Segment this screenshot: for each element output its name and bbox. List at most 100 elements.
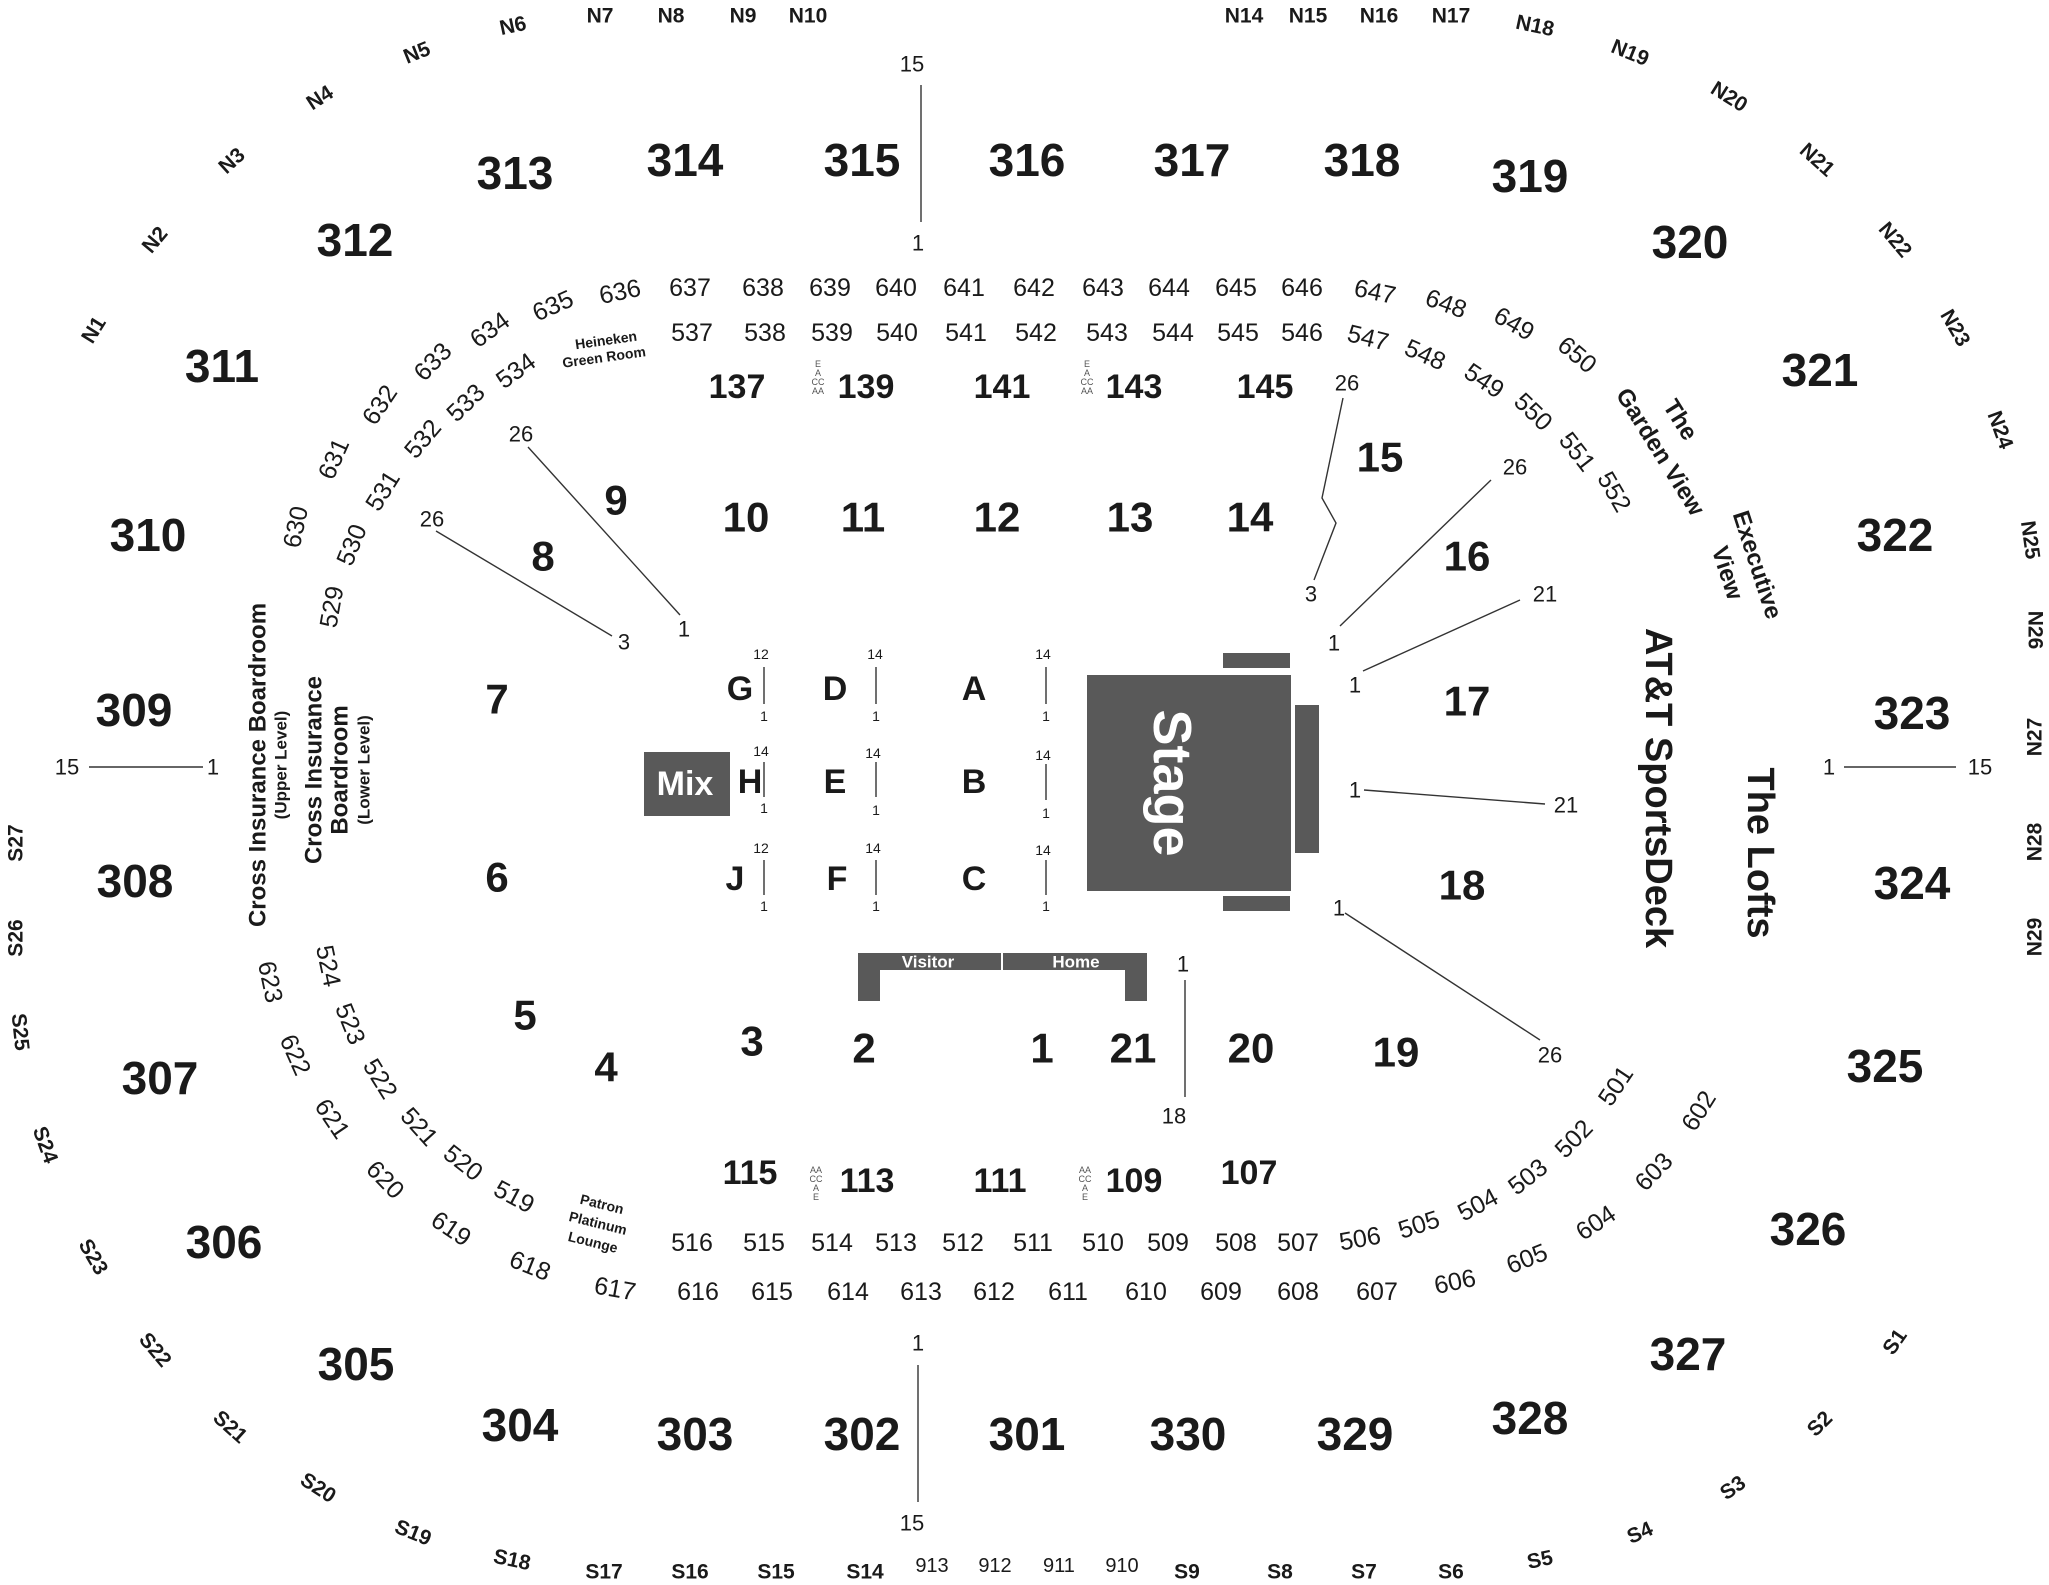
floor-section-C[interactable]: C (962, 860, 987, 898)
section-141[interactable]: 141 (974, 368, 1031, 406)
ring-N19[interactable]: N19 (1608, 35, 1652, 71)
section-519[interactable]: 519 (489, 1175, 539, 1219)
section-3[interactable]: 3 (740, 1018, 763, 1065)
ring-N27[interactable]: N27 (2024, 718, 2047, 757)
section-10[interactable]: 10 (723, 494, 770, 541)
section-630[interactable]: 630 (278, 504, 314, 551)
section-521[interactable]: 521 (395, 1102, 444, 1152)
ring-S9[interactable]: S9 (1174, 1561, 1200, 1584)
ring-N1[interactable]: N1 (77, 312, 111, 347)
section-19[interactable]: 19 (1373, 1029, 1420, 1076)
section-501[interactable]: 501 (1593, 1061, 1640, 1111)
section-520[interactable]: 520 (438, 1139, 488, 1187)
ring-N24[interactable]: N24 (1983, 408, 2018, 452)
section-614[interactable]: 614 (827, 1278, 869, 1306)
section-632[interactable]: 632 (357, 380, 404, 430)
section-542[interactable]: 542 (1015, 319, 1057, 347)
section-317[interactable]: 317 (1154, 134, 1231, 186)
section-115[interactable]: 115 (723, 1154, 778, 1192)
ring-N29[interactable]: N29 (2024, 918, 2047, 957)
section-616[interactable]: 616 (677, 1278, 719, 1306)
section-913[interactable]: 913 (915, 1555, 948, 1577)
section-635[interactable]: 635 (528, 285, 578, 328)
section-516[interactable]: 516 (671, 1229, 713, 1257)
section-506[interactable]: 506 (1337, 1222, 1383, 1257)
section-530[interactable]: 530 (331, 520, 373, 569)
section-613[interactable]: 613 (900, 1278, 942, 1306)
floor-section-H[interactable]: H (738, 763, 763, 801)
section-503[interactable]: 503 (1503, 1153, 1553, 1201)
section-21[interactable]: 21 (1110, 1025, 1157, 1072)
floor-section-E[interactable]: E (824, 763, 847, 801)
section-316[interactable]: 316 (989, 134, 1066, 186)
section-543[interactable]: 543 (1086, 319, 1128, 347)
section-602[interactable]: 602 (1676, 1086, 1722, 1136)
section-648[interactable]: 648 (1422, 284, 1471, 325)
ring-S8[interactable]: S8 (1267, 1561, 1293, 1584)
section-15[interactable]: 15 (1357, 434, 1404, 481)
section-111[interactable]: 111 (974, 1162, 1027, 1200)
section-642[interactable]: 642 (1013, 274, 1055, 302)
section-511[interactable]: 511 (1013, 1229, 1053, 1257)
ring-N18[interactable]: N18 (1514, 11, 1557, 42)
ring-S5[interactable]: S5 (1525, 1546, 1555, 1574)
ring-S4[interactable]: S4 (1624, 1517, 1657, 1549)
section-612[interactable]: 612 (973, 1278, 1015, 1306)
ring-N26[interactable]: N26 (2024, 611, 2047, 650)
section-619[interactable]: 619 (426, 1206, 476, 1253)
section-646[interactable]: 646 (1281, 274, 1323, 302)
section-640[interactable]: 640 (875, 274, 917, 302)
ring-N14[interactable]: N14 (1225, 5, 1264, 28)
section-546[interactable]: 546 (1281, 319, 1323, 347)
section-326[interactable]: 326 (1770, 1203, 1847, 1255)
section-510[interactable]: 510 (1082, 1229, 1124, 1257)
ring-S23[interactable]: S23 (74, 1235, 113, 1279)
ring-N3[interactable]: N3 (214, 143, 249, 178)
section-512[interactable]: 512 (942, 1229, 984, 1257)
section-509[interactable]: 509 (1147, 1229, 1189, 1257)
ring-S2[interactable]: S2 (1803, 1407, 1837, 1441)
section-301[interactable]: 301 (989, 1408, 1066, 1460)
ring-S3[interactable]: S3 (1716, 1471, 1750, 1505)
ring-N5[interactable]: N5 (400, 37, 434, 69)
section-305[interactable]: 305 (318, 1338, 395, 1390)
section-633[interactable]: 633 (408, 337, 457, 386)
section-550[interactable]: 550 (1508, 387, 1557, 436)
ring-S19[interactable]: S19 (391, 1515, 434, 1550)
floor-section-F[interactable]: F (827, 860, 848, 898)
section-1[interactable]: 1 (1030, 1025, 1053, 1072)
section-323[interactable]: 323 (1874, 687, 1951, 739)
section-107[interactable]: 107 (1221, 1154, 1278, 1192)
ring-N23[interactable]: N23 (1935, 306, 1974, 351)
section-505[interactable]: 505 (1395, 1205, 1443, 1245)
section-5[interactable]: 5 (513, 992, 536, 1039)
section-532[interactable]: 532 (399, 414, 447, 464)
section-18[interactable]: 18 (1439, 862, 1486, 909)
section-636[interactable]: 636 (597, 274, 644, 310)
section-610[interactable]: 610 (1125, 1278, 1167, 1306)
section-552[interactable]: 552 (1591, 467, 1636, 517)
ring-N21[interactable]: N21 (1795, 139, 1839, 182)
section-548[interactable]: 548 (1400, 334, 1450, 377)
section-502[interactable]: 502 (1549, 1114, 1598, 1163)
section-2[interactable]: 2 (852, 1025, 875, 1072)
ring-S22[interactable]: S22 (134, 1328, 176, 1371)
section-641[interactable]: 641 (943, 274, 985, 302)
section-329[interactable]: 329 (1317, 1408, 1394, 1460)
ring-N16[interactable]: N16 (1360, 5, 1399, 28)
section-319[interactable]: 319 (1492, 150, 1569, 202)
section-544[interactable]: 544 (1152, 319, 1194, 347)
floor-section-D[interactable]: D (823, 670, 848, 708)
section-650[interactable]: 650 (1552, 331, 1602, 379)
ring-S15[interactable]: S15 (757, 1561, 795, 1584)
section-311[interactable]: 311 (185, 340, 259, 392)
ring-N28[interactable]: N28 (2024, 822, 2047, 861)
ring-S27[interactable]: S27 (5, 824, 28, 861)
ring-N9[interactable]: N9 (730, 5, 757, 28)
section-113[interactable]: 113 (840, 1162, 895, 1200)
section-307[interactable]: 307 (122, 1052, 199, 1104)
section-647[interactable]: 647 (1352, 274, 1399, 310)
section-308[interactable]: 308 (97, 855, 174, 907)
section-605[interactable]: 605 (1502, 1238, 1551, 1280)
section-649[interactable]: 649 (1489, 301, 1539, 346)
